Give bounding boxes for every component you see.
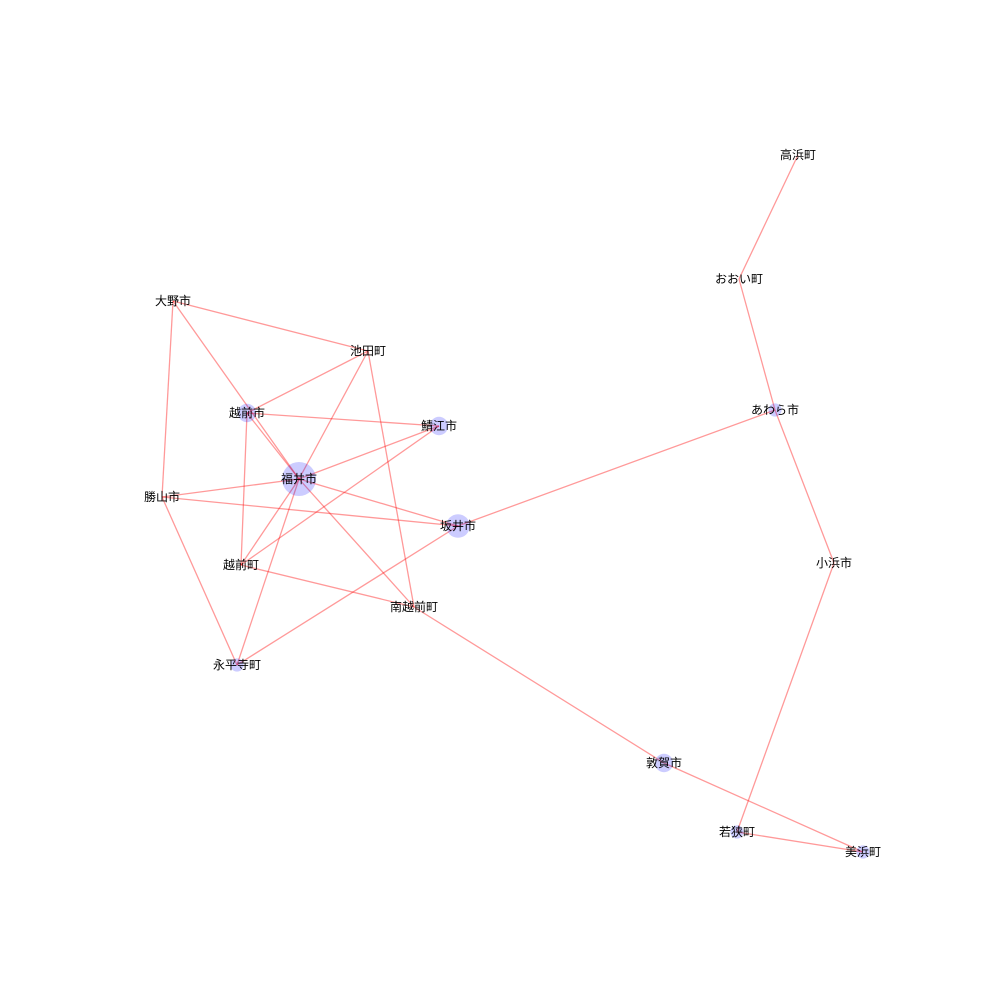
edges-layer [161, 154, 864, 853]
node-marker-sakai [446, 514, 470, 538]
node-label-wakasa: 若狭町 [719, 825, 755, 839]
node-marker-tsuruga [654, 753, 674, 773]
nodes-layer [230, 403, 870, 859]
edge-awara-obama [774, 409, 835, 564]
edge-awara-sakai [457, 409, 776, 527]
node-marker-eiheiji [230, 658, 244, 672]
node-label-eiheiji: 永平寺町 [213, 658, 261, 672]
node-label-ono: 大野市 [155, 293, 191, 308]
edge-echizen_city-echizen_town [240, 412, 248, 566]
node-marker-wakasa [730, 825, 744, 839]
node-label-echizen_town: 越前町 [223, 557, 259, 572]
node-marker-echizen_city [237, 403, 257, 423]
edge-fukui-minamiechizen [298, 478, 415, 608]
node-label-ikeda: 池田町 [350, 344, 386, 358]
node-label-mihama: 美浜町 [845, 845, 881, 859]
edge-ono-fukui [172, 300, 300, 480]
node-marker-awara [768, 403, 782, 417]
edge-sabae-fukui [298, 425, 440, 480]
edge-echizen_town-minamiechizen [240, 564, 415, 608]
node-label-tsuruga: 敦賀市 [646, 755, 682, 770]
edge-echizen_city-fukui [246, 412, 300, 480]
edge-katsuyama-sakai [161, 496, 459, 527]
node-label-sakai: 坂井市 [440, 518, 476, 533]
edge-sabae-echizen_town [240, 425, 440, 566]
edge-fukui-echizen_town [240, 478, 300, 566]
node-label-fukui: 福井市 [281, 471, 317, 486]
node-label-sabae: 鯖江市 [421, 418, 457, 433]
edge-wakasa-mihama [736, 831, 864, 853]
edge-fukui-katsuyama [161, 478, 300, 498]
node-marker-sabae [429, 416, 449, 436]
node-label-echizen_city: 越前市 [229, 405, 265, 420]
edge-takahama-ooi [738, 154, 799, 280]
edge-ono-katsuyama [161, 300, 174, 498]
node-label-awara: あわら市 [751, 402, 799, 417]
edge-ooi-awara [738, 278, 776, 411]
edge-ikeda-fukui [298, 350, 369, 480]
edge-ikeda-minamiechizen [367, 350, 415, 608]
edge-ono-ikeda [172, 300, 369, 352]
edge-echizen_city-sabae [246, 412, 440, 427]
node-label-katsuyama: 勝山市 [144, 489, 180, 504]
node-marker-mihama [856, 845, 870, 859]
edge-mihama-tsuruga [663, 762, 864, 853]
edge-katsuyama-eiheiji [161, 496, 238, 666]
node-label-obama: 小浜市 [816, 555, 852, 570]
node-marker-fukui [282, 462, 316, 496]
edge-fukui-sakai [298, 478, 459, 527]
node-label-takahama: 高浜町 [780, 147, 816, 162]
edge-sakai-eiheiji [236, 525, 459, 666]
node-label-minamiechizen: 南越前町 [390, 599, 438, 614]
edge-fukui-eiheiji [236, 478, 300, 666]
edge-tsuruga-minamiechizen [413, 606, 665, 764]
node-label-ooi: おおい町 [715, 272, 763, 286]
edge-ikeda-echizen_city [246, 350, 369, 414]
edge-obama-wakasa [736, 562, 835, 833]
